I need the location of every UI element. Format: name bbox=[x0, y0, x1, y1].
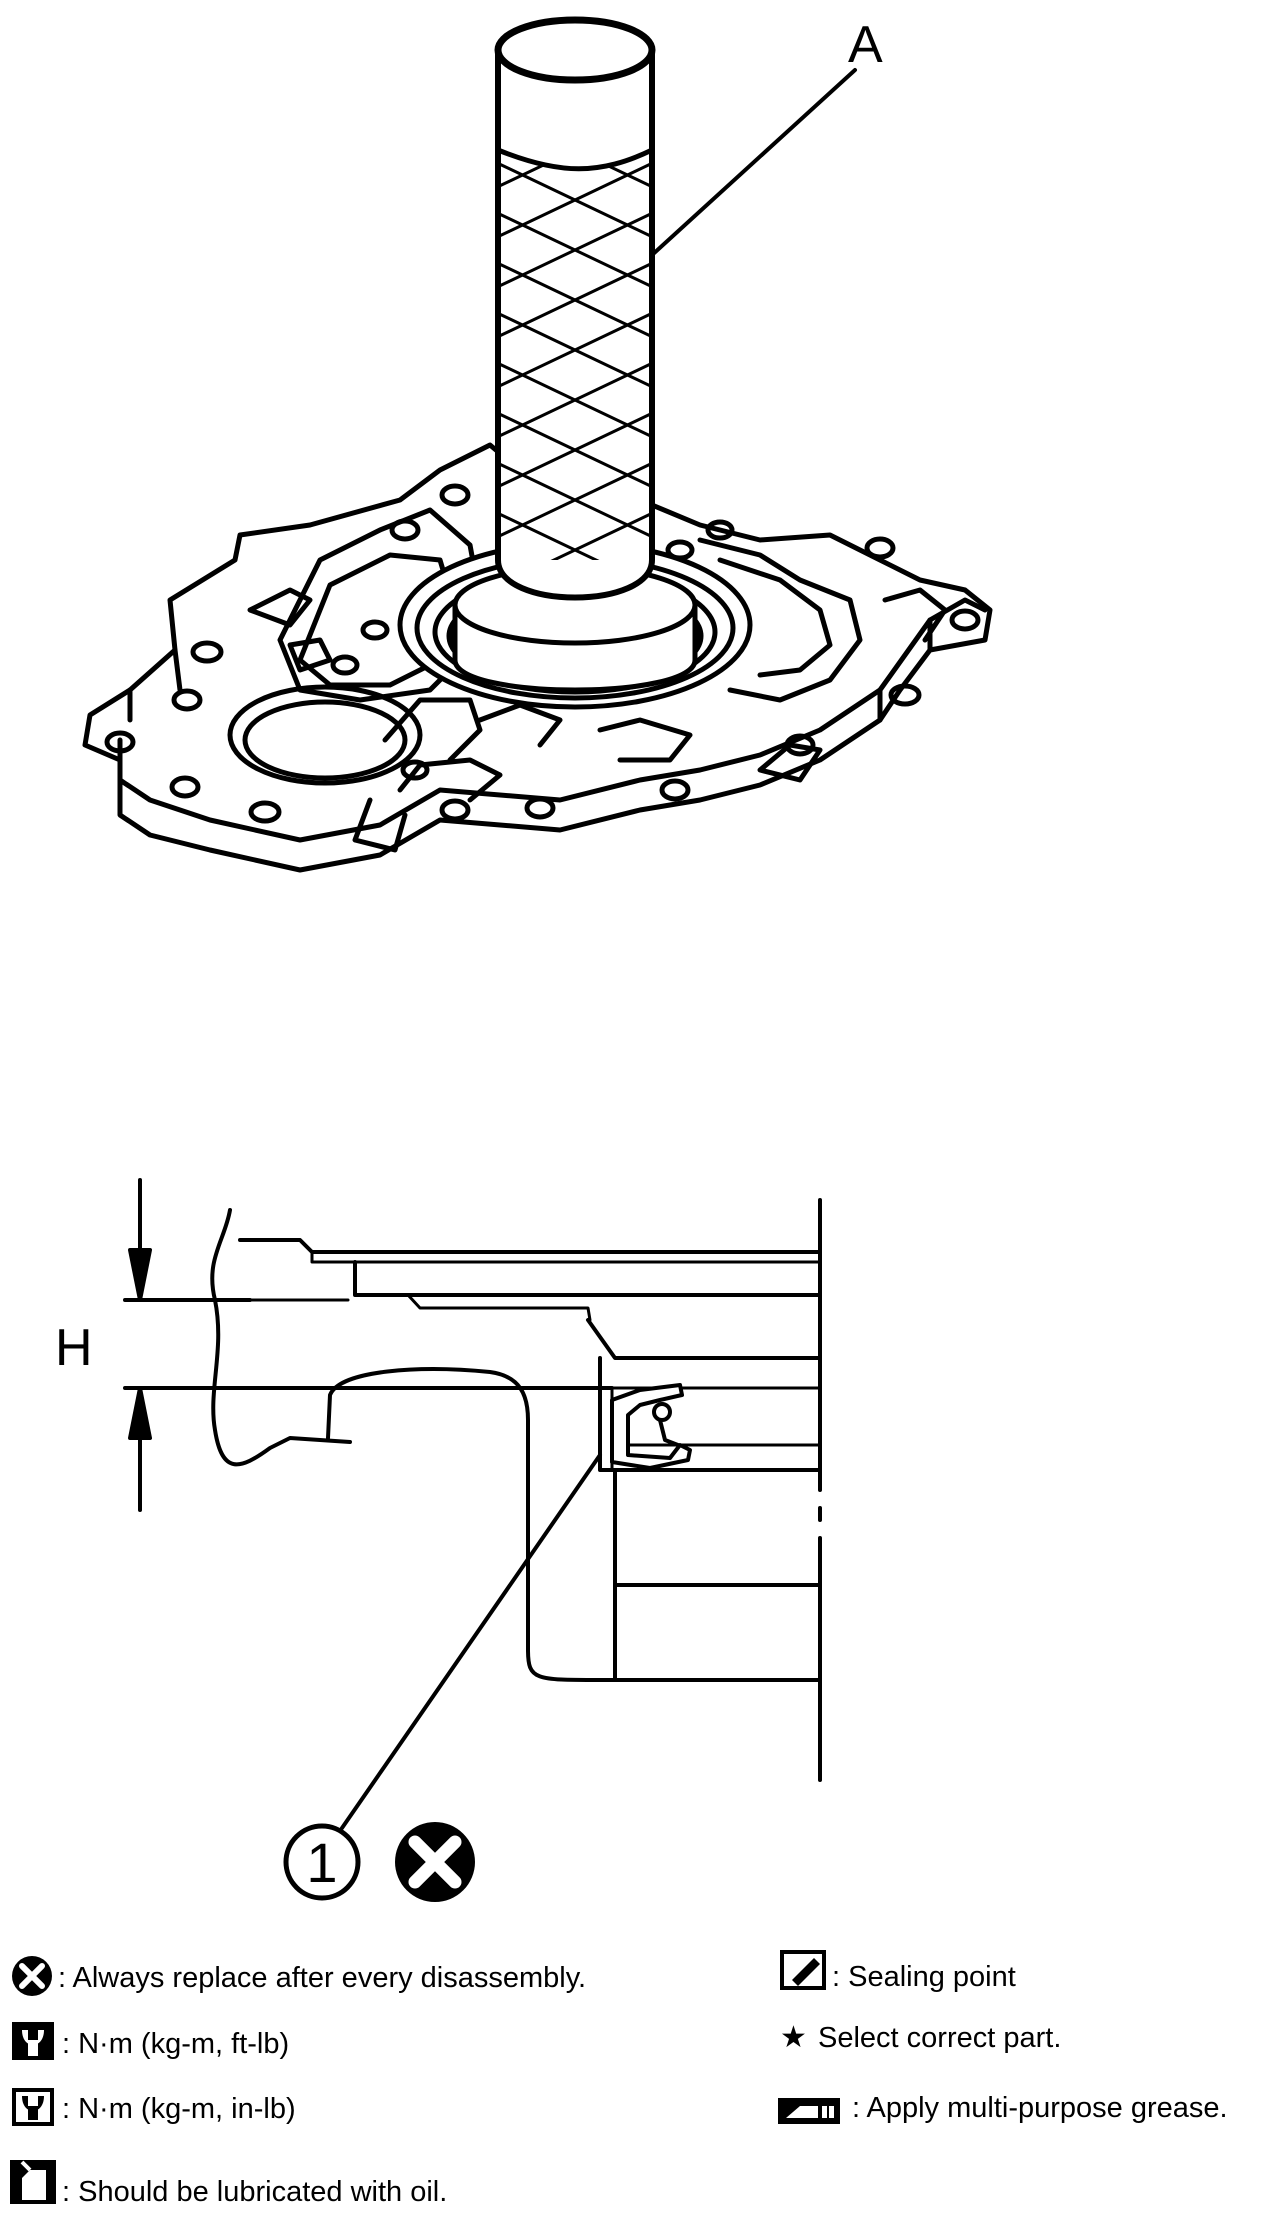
legend-text-sealing: : Sealing point bbox=[832, 1961, 1016, 1993]
oil-can-icon bbox=[10, 2160, 56, 2204]
torque-wrench-icon bbox=[12, 2022, 54, 2060]
legend-row-sealing: : Sealing point bbox=[780, 1950, 1016, 1993]
legend-row-select: ★ Select correct part. bbox=[780, 2021, 1061, 2054]
legend-row-grease: : Apply multi-purpose grease. bbox=[778, 2092, 1228, 2124]
dimension-label-h: H bbox=[55, 1319, 93, 1377]
seal-section-figure bbox=[123, 1178, 822, 1830]
legend-row-torque-inlb: : N·m (kg-m, in-lb) bbox=[12, 2088, 296, 2126]
part-number-1: 1 bbox=[306, 1831, 337, 1894]
top-assembly-figure bbox=[82, 16, 993, 873]
part-1-leader bbox=[340, 1453, 602, 1830]
legend-text-grease: : Apply multi-purpose grease. bbox=[852, 2092, 1228, 2124]
grease-gun-icon bbox=[778, 2098, 840, 2124]
legend-row-torque-ftlb: : N·m (kg-m, ft-lb) bbox=[12, 2022, 289, 2060]
drift-tool bbox=[452, 16, 698, 693]
legend-text-oil: : Should be lubricated with oil. bbox=[62, 2176, 447, 2208]
always-replace-icon bbox=[12, 1956, 52, 1996]
legend-text-torque-ftlb: : N·m (kg-m, ft-lb) bbox=[62, 2028, 289, 2060]
legend-text-torque-inlb: : N·m (kg-m, in-lb) bbox=[62, 2093, 296, 2125]
legend: : Always replace after every disassembly… bbox=[10, 1950, 1228, 2208]
legend-row-oil: : Should be lubricated with oil. bbox=[10, 2160, 447, 2208]
callout-a-leader bbox=[650, 68, 857, 257]
legend-text-always-replace: : Always replace after every disassembly… bbox=[58, 1962, 586, 1994]
part-1-callout: 1 bbox=[283, 1822, 475, 1902]
oil-seal-section bbox=[610, 1383, 692, 1470]
always-replace-icon bbox=[395, 1822, 475, 1902]
sealing-point-icon bbox=[780, 1950, 826, 1990]
dimension-h bbox=[123, 1178, 614, 1512]
legend-row-always-replace: : Always replace after every disassembly… bbox=[12, 1956, 586, 1996]
legend-text-select: Select correct part. bbox=[818, 2022, 1061, 2054]
torque-wrench-filled-icon bbox=[12, 2088, 54, 2126]
callout-label-a: A bbox=[848, 16, 883, 74]
star-icon: ★ bbox=[780, 2021, 807, 2054]
